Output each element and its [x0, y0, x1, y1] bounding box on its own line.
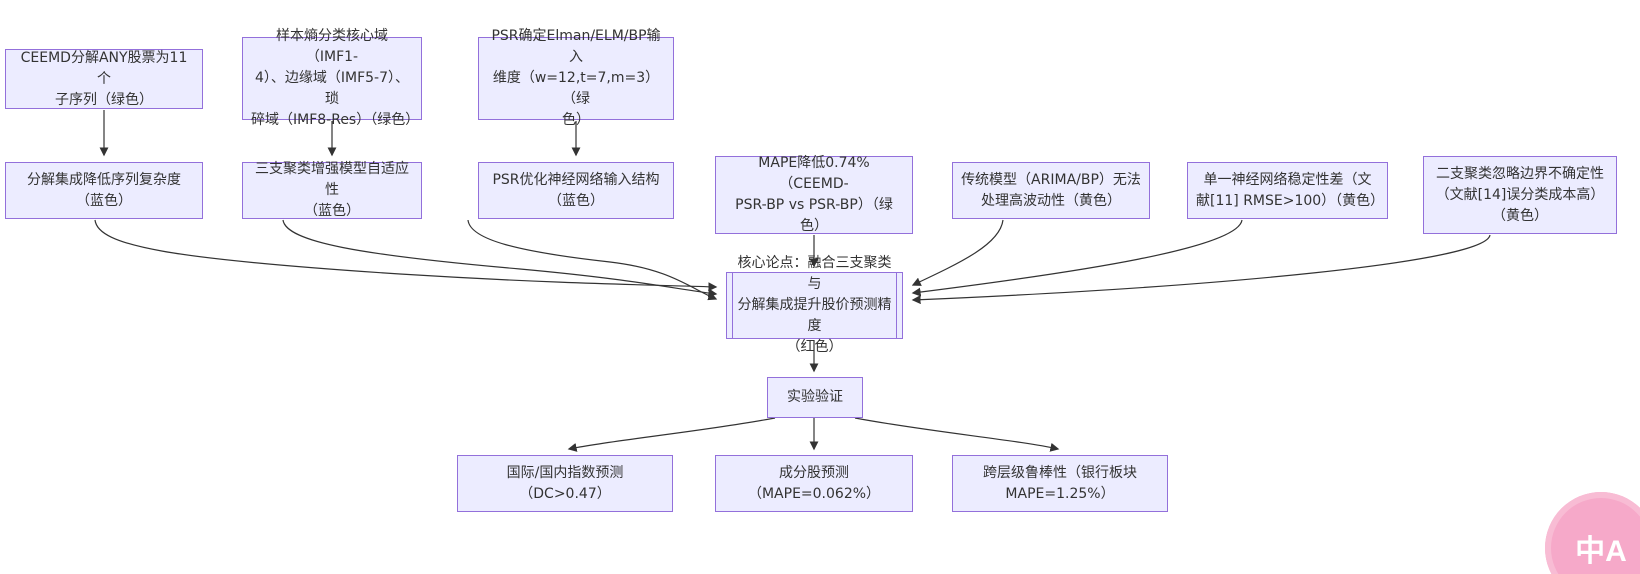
edge-traditional-to-core [911, 219, 1004, 286]
edge-decomp-to-core [94, 219, 718, 292]
node-psr-optimization: PSR优化神经网络输入结构 （蓝色） [478, 162, 674, 219]
node-three-way-clustering: 三支聚类增强模型自适应性 （蓝色） [242, 161, 422, 219]
node-single-neural-network: 单一神经网络稳定性差（文 献[11] RMSE>100）（黄色） [1187, 162, 1388, 219]
node-index-prediction: 国际/国内指数预测 （DC>0.47） [457, 455, 673, 512]
node-decomposition-ensemble: 分解集成降低序列复杂度 （蓝色） [5, 162, 203, 219]
translate-icon: 中A [1575, 535, 1627, 568]
edge-singlenn-to-core [911, 219, 1243, 297]
node-cross-level-robustness: 跨层级鲁棒性（银行板块 MAPE=1.25%） [952, 455, 1168, 512]
node-two-way-clustering: 二支聚类忽略边界不确定性 （文献[14]误分类成本高） （黄色） [1423, 156, 1617, 234]
edge-experiment-to-robustness [854, 417, 1060, 452]
edge-twoway-to-core [911, 234, 1491, 305]
edge-psropt-to-core [467, 219, 718, 301]
node-experimental-validation: 实验验证 [767, 377, 863, 418]
edge-threeway-to-core [282, 219, 718, 298]
node-mape-reduction: MAPE降低0.74%（CEEMD- PSR-BP vs PSR-BP）（绿 色… [715, 155, 913, 234]
node-traditional-models: 传统模型（ARIMA/BP）无法 处理高波动性（黄色） [952, 162, 1150, 219]
node-ceemd-decomposition: CEEMD分解ANY股票为11个 子序列（绿色） [5, 49, 203, 109]
node-component-prediction: 成分股预测 （MAPE=0.062%） [715, 455, 913, 512]
translate-button[interactable]: 中A [1545, 492, 1640, 574]
node-sample-entropy: 样本熵分类核心域（IMF1- 4）、边缘域（IMF5-7）、琐 碎域（IMF8-… [242, 28, 422, 128]
edge-experiment-to-index [567, 417, 776, 452]
node-core-thesis: 核心论点：融合三支聚类与 分解集成提升股价预测精度 （红色） [726, 255, 903, 355]
node-psr-input-dimension: PSR确定Elman/ELM/BP输入 维度（w=12,t=7,m=3）（绿 色… [478, 28, 674, 128]
